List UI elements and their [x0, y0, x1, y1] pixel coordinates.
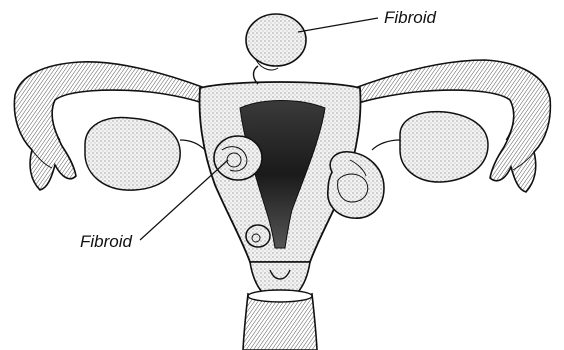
fibroid-intramural [214, 136, 262, 180]
fibroid-right [328, 152, 384, 218]
fibroid-small [246, 225, 270, 247]
fibroid-label-top: Fibroid [384, 8, 436, 28]
ovary-right [372, 112, 488, 182]
ovary-left [85, 117, 205, 190]
vagina [243, 290, 317, 350]
fibroid-label-left: Fibroid [80, 232, 132, 252]
leader-line-top [298, 18, 378, 32]
cervix [250, 262, 310, 292]
fibroid-subserosal [246, 14, 306, 84]
